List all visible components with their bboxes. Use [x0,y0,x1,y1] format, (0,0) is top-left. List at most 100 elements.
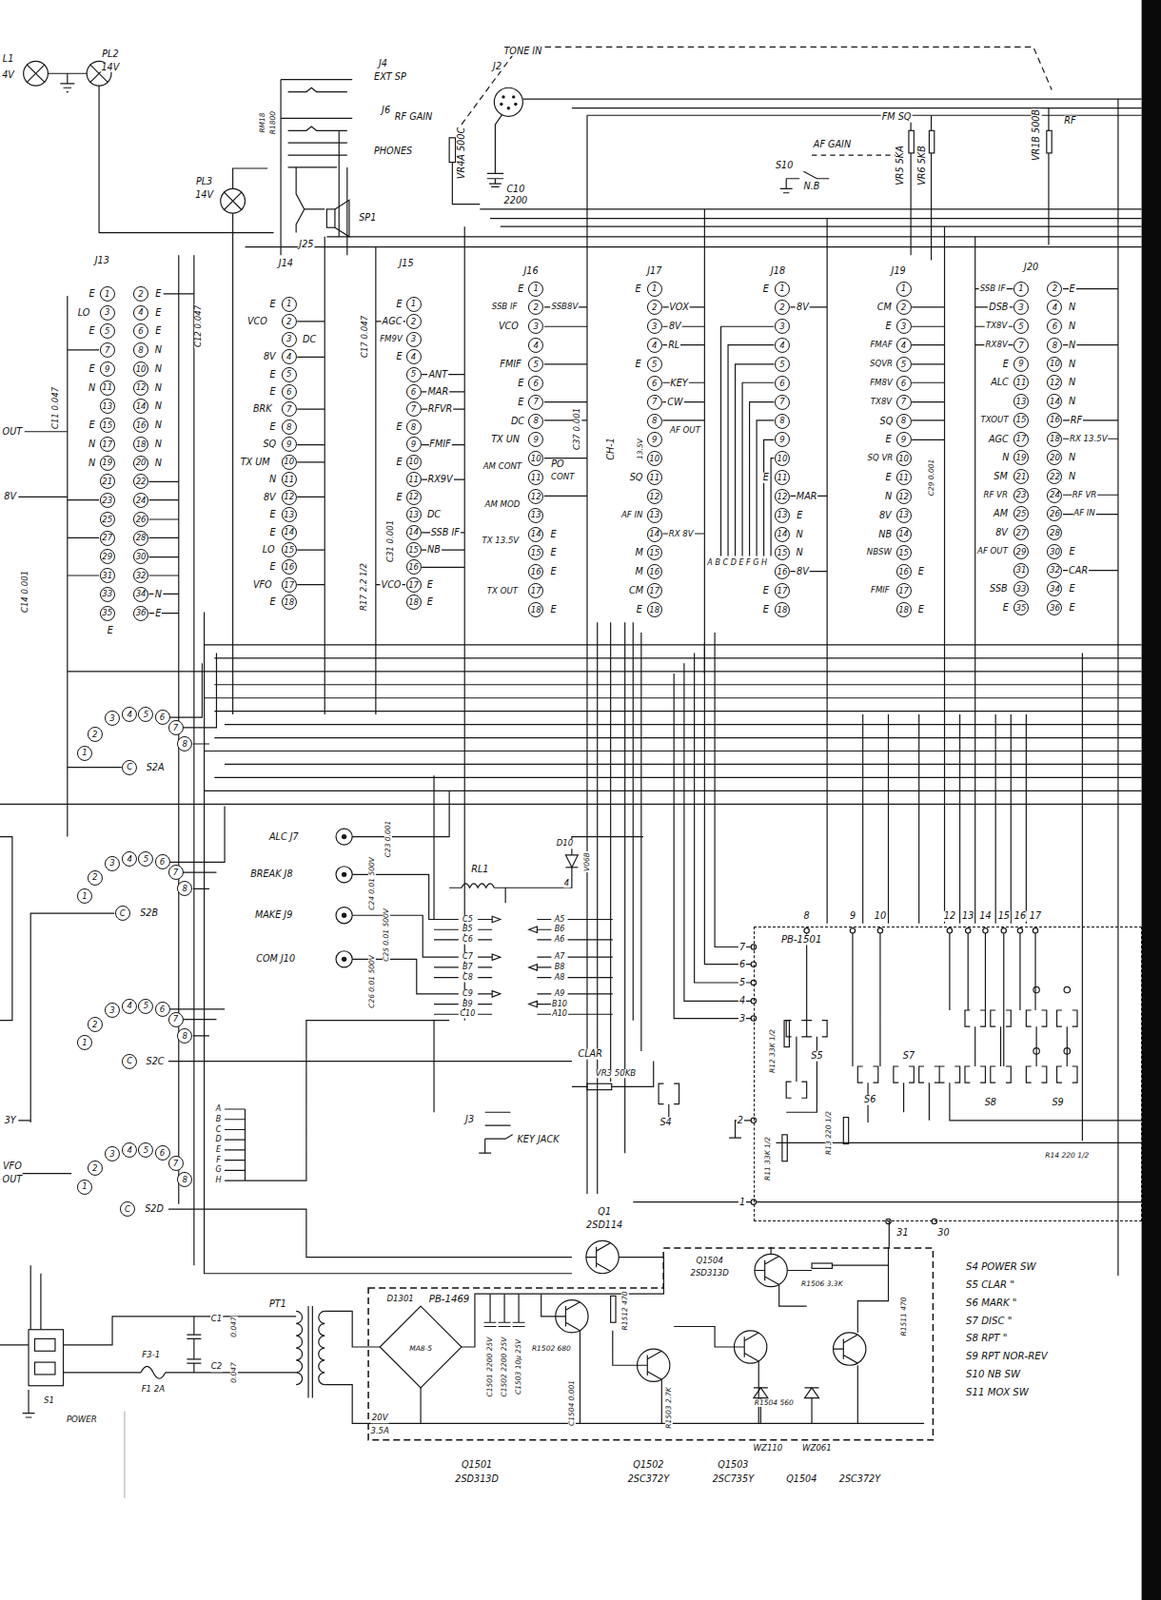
schematic-label: S9 [1050,1097,1064,1108]
schematic-label: E [917,605,925,616]
pin-number: 6 [774,375,790,392]
schematic-label: RF [1062,115,1077,126]
pin-number: 1 [647,281,663,297]
schematic-label: 14V [99,61,120,73]
schematic-label: B5 [461,925,474,935]
schematic-label: PT1 [268,1299,288,1311]
schematic-label: PO [550,459,565,471]
schematic-label: SSB [988,584,1009,595]
schematic-label: C5 [461,915,474,925]
pin-number: 3 [281,332,297,348]
schematic-label: C2 [210,1363,223,1373]
schematic-label: BRK [252,404,274,415]
pin-number: 32 [1046,563,1063,579]
schematic-label: S6 [863,1095,877,1106]
schematic-label: N [87,382,97,394]
pin-number: 15 [1013,413,1029,429]
pin-number: 36 [133,605,149,621]
pin-number: 30 [133,549,149,565]
schematic-label: LO [77,307,92,318]
schematic-label: R14 220 1/2 [1043,1152,1090,1161]
schematic-label: S2D [143,1204,165,1216]
schematic-label: 6 [738,959,747,970]
schematic-label: 2SC372Y [838,1475,882,1486]
schematic-label: 2SC735Y [711,1475,755,1486]
circuit-board-box: PB-1469 [367,1247,935,1442]
schematic-label: N [154,382,163,394]
schematic-label: 2SD313D [453,1475,500,1486]
schematic-label: FMIF [428,439,452,451]
pin-number: 11 [1013,374,1029,391]
pin-number: 2 [281,314,297,330]
schematic-label: B [215,1115,223,1124]
schematic-label: AF GAIN [812,139,852,151]
schematic-label: 8V [878,510,893,521]
pin-number: 18 [133,436,149,453]
schematic-label: N [154,364,163,375]
schematic-label: RL1 [470,865,490,876]
pin-number: 2 [1046,281,1063,297]
schematic-label: 30 [936,1227,950,1239]
schematic-label: 8V [795,302,810,314]
pin-number: 21 [1013,469,1029,485]
pin-number: 13 [1013,393,1029,410]
schematic-label: E [884,472,892,484]
pin-number: 7 [168,1156,184,1172]
pin-number: 3 [104,1003,120,1019]
schematic-label: E [88,289,97,300]
pin-number: 12 [133,380,149,396]
schematic-label: 2SC372Y [627,1475,670,1486]
schematic-label: S10 NB SW [964,1369,1022,1380]
schematic-label: CW [666,396,684,408]
pin-number: 27 [99,530,116,546]
pin-number: 32 [133,568,149,584]
schematic-label: DC [426,510,442,521]
pin-number: 5 [647,356,663,373]
schematic-label: C6 [461,936,474,945]
pin-number: 11 [528,470,544,486]
pin-number: 4 [896,337,912,354]
schematic-label: N [1067,472,1077,483]
pin-number: 15 [99,417,116,433]
schematic-label: S1 [42,1397,56,1406]
schematic-label: 4V [0,70,16,81]
pin-number: 8 [177,1028,193,1044]
schematic-label: 8V [262,352,277,363]
schematic-label: ALC [989,377,1010,389]
pin-number: 29 [99,549,116,565]
schematic-label: NB [877,529,893,540]
pin-number: 12 [774,489,790,505]
schematic-label: KEY [669,377,689,389]
schematic-label: SQ [261,439,277,451]
schematic-label: MAR [426,387,450,398]
schematic-label: E [634,283,643,295]
pin-number: 4 [281,349,297,365]
schematic-label: RF VR [1071,491,1098,500]
schematic-label: N.B [803,181,822,193]
schematic-label: AM [992,509,1009,520]
schematic-label: E [215,1145,222,1155]
pin-number: 10 [1046,355,1063,372]
schematic-label: 8V [2,491,18,503]
schematic-label: Q1503 [716,1460,749,1472]
schematic-label: C23 0.001 [384,819,393,859]
schematic-label: FMIF [498,359,522,371]
pin-number: 18 [1046,431,1063,447]
schematic-label: E [394,298,403,310]
schematic-label: TX UN [490,434,521,446]
schematic-label: OUT [1,1175,24,1186]
schematic-label: R17 2.2 1/2 [359,562,369,612]
schematic-label: E [268,298,276,310]
schematic-label: F1 2A [140,1385,166,1395]
schematic-label: E [268,597,276,609]
schematic-label: E [154,307,162,318]
pin-number: 19 [99,455,116,472]
pin-number: 14 [406,524,422,540]
schematic-label: E [1002,358,1010,370]
pin-number: 4 [528,337,544,354]
pin-number: 34 [1046,581,1063,597]
schematic-label: AF IN [620,511,644,520]
pin-number: 15 [647,545,663,561]
schematic-label: ALC J7 [268,831,300,843]
schematic-label: R1511 470 [899,1296,907,1338]
